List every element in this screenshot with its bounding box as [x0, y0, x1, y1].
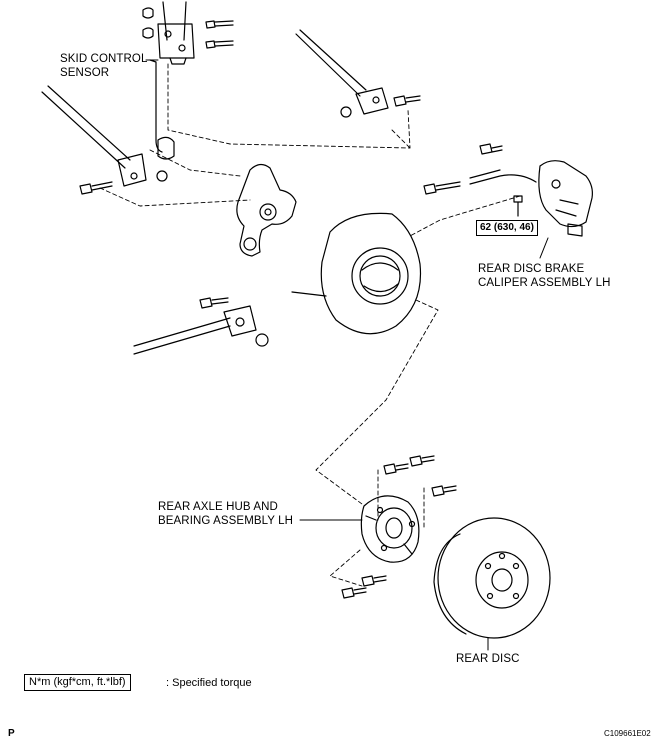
assembly-guides-upper: [99, 63, 411, 207]
axle-hub: [360, 495, 420, 563]
label-skid-control-sensor-line1: SKID CONTROL: [60, 53, 148, 65]
shock-absorber-strut: [142, 1, 195, 65]
rear-axle-carrier: [236, 163, 297, 257]
sensor-body: [157, 136, 175, 160]
brake-caliper: [538, 160, 593, 237]
figure-code: C109661E02: [604, 729, 651, 738]
legend-unit-box: N*m (kgf*cm, ft.*lbf): [24, 674, 131, 691]
label-caliper-line1: REAR DISC BRAKE: [478, 263, 585, 275]
torque-spec-box: 62 (630, 46): [476, 220, 538, 236]
assembly-guides-lower: [315, 299, 439, 587]
label-caliper-line2: CALIPER ASSEMBLY LH: [478, 277, 611, 289]
upper-link-rod: [295, 29, 421, 118]
caliper-guide: [409, 195, 521, 237]
upper-control-arm: [41, 85, 168, 195]
page-marker: P: [8, 728, 15, 739]
legend-description: : Specified torque: [166, 677, 252, 689]
label-hub-line1: REAR AXLE HUB AND: [158, 501, 278, 513]
sensor-cable: [149, 59, 163, 153]
lower-control-arm: [133, 297, 269, 355]
strut-bolts: [205, 20, 234, 49]
rear-disc-rotor: [433, 517, 551, 639]
label-hub-line2: BEARING ASSEMBLY LH: [158, 515, 294, 527]
label-rear-disc-brake-caliper: REAR DISC BRAKE CALIPER ASSEMBLY LH: [478, 262, 611, 290]
label-rear-axle-hub: REAR AXLE HUB AND BEARING ASSEMBLY LH: [158, 500, 293, 528]
brake-hose: [423, 143, 537, 217]
label-skid-control-sensor-line2: SENSOR: [60, 67, 110, 79]
label-rear-disc: REAR DISC: [456, 653, 520, 665]
dust-cover: [291, 212, 422, 335]
label-skid-control-sensor: SKID CONTROL SENSOR: [60, 52, 147, 80]
hub-bolts: [341, 455, 457, 599]
caliper-leader: [539, 237, 549, 259]
